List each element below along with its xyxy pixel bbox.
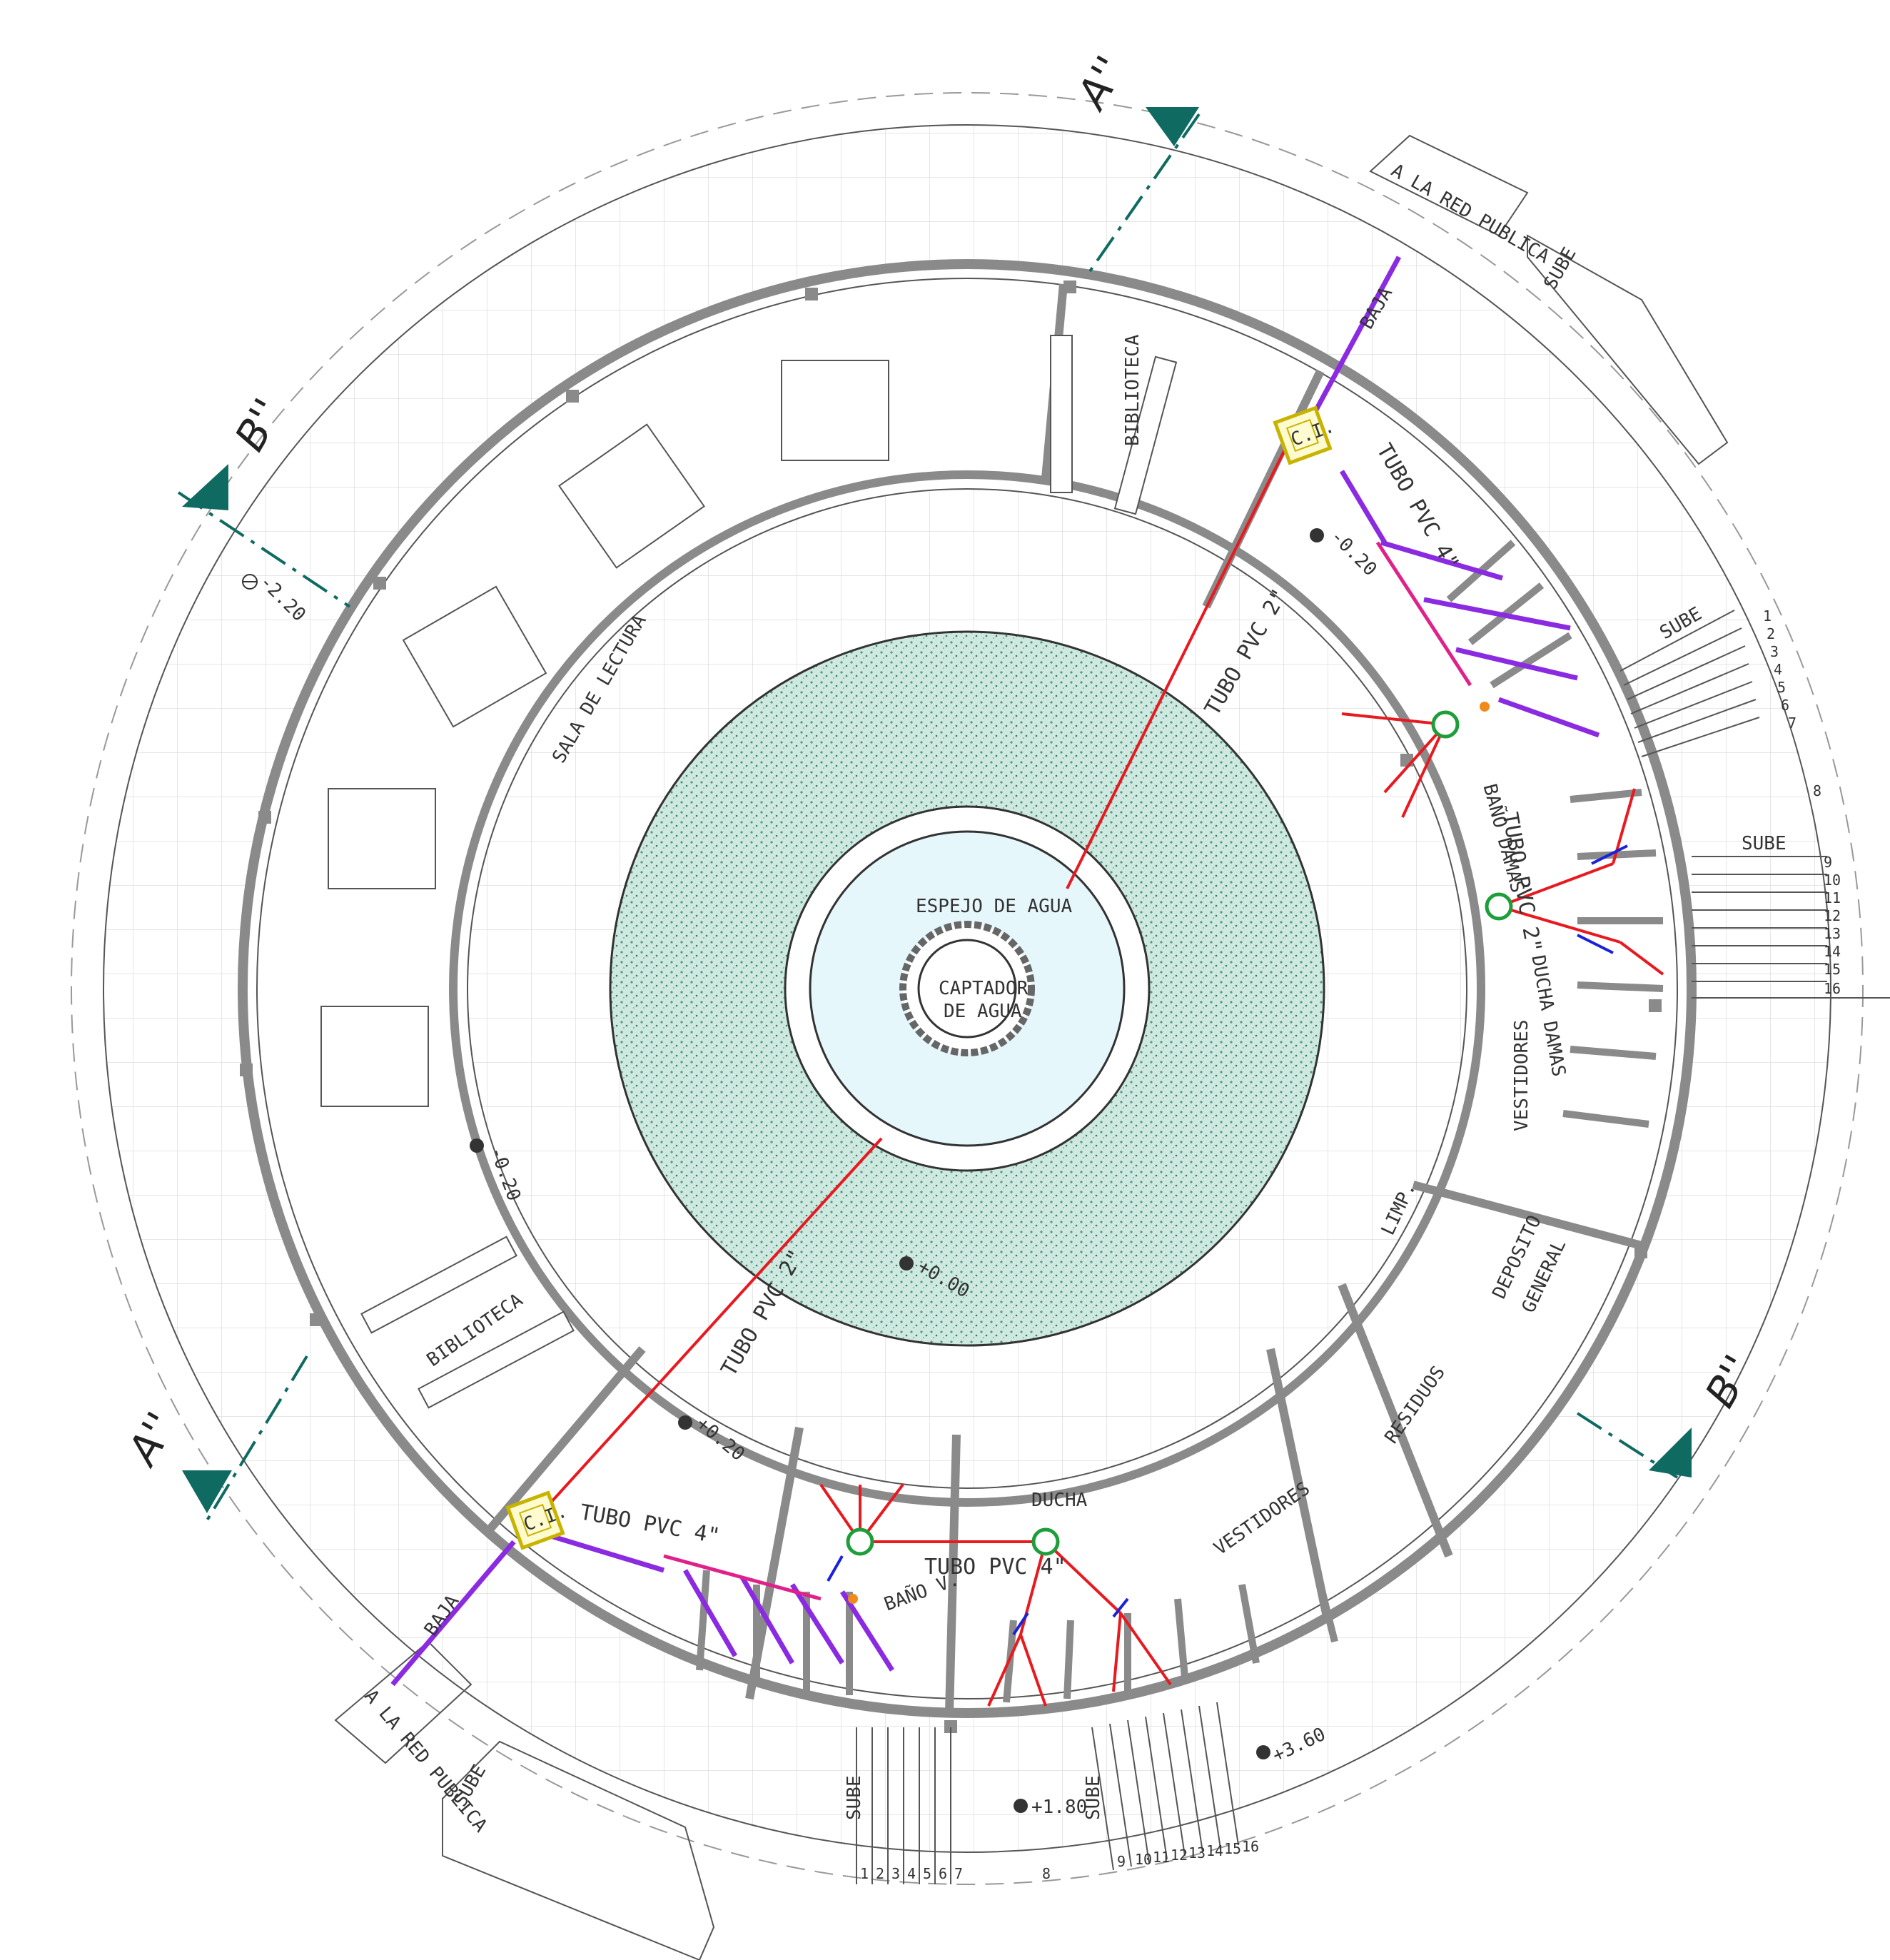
svg-text:11: 11 — [1153, 1849, 1170, 1866]
section-triangle-icon — [1649, 1428, 1692, 1477]
svg-text:16: 16 — [1242, 1838, 1259, 1855]
svg-text:1: 1 — [860, 1865, 869, 1882]
pipes-water — [827, 844, 1628, 1636]
svg-text:5: 5 — [1777, 679, 1786, 696]
bookshelves — [360, 335, 1178, 1409]
inspection-chamber-icon — [1273, 405, 1333, 465]
pipes-drain — [390, 256, 1600, 1687]
svg-text:12: 12 — [1824, 907, 1841, 924]
svg-text:4: 4 — [1774, 661, 1782, 678]
svg-text:13: 13 — [1188, 1844, 1206, 1862]
level-marker-icon — [1014, 1799, 1028, 1813]
section-triangle-icon — [182, 464, 228, 510]
level-marker-icon — [1310, 528, 1324, 542]
registry-circle-icon — [1431, 710, 1460, 739]
stair-steps-bottom: 1 2 3 4 5 6 7 8 9 10 11 12 13 14 15 16 — [860, 1838, 1259, 1882]
svg-text:3: 3 — [1770, 643, 1779, 660]
pipe-label-4-mid: TUBO PVC 4" — [924, 1555, 1066, 1580]
stair-label-sube-right-2: SUBE — [1742, 833, 1787, 854]
section-triangle-icon — [1146, 107, 1199, 146]
fitting-icon — [848, 1594, 858, 1604]
registry-circle-icon — [1485, 892, 1513, 921]
pipes-rain — [527, 449, 1664, 1707]
registry-circle-icon — [1031, 1527, 1060, 1556]
section-lines — [177, 113, 1679, 1522]
svg-text:16: 16 — [1824, 980, 1841, 997]
room-label-espejo: ESPEJO DE AGUA — [916, 896, 1072, 917]
room-label-captador: CAPTADOR — [939, 978, 1029, 999]
stairs-right — [1619, 610, 1890, 999]
svg-text:10: 10 — [1824, 872, 1841, 889]
level-marker-icon — [242, 574, 258, 590]
svg-text:1: 1 — [1763, 607, 1772, 625]
level-marker-icon — [678, 1415, 692, 1430]
reading-tables — [320, 360, 889, 1107]
svg-text:5: 5 — [923, 1865, 931, 1882]
svg-text:6: 6 — [939, 1865, 947, 1882]
svg-text:7: 7 — [1788, 714, 1796, 732]
fitting-icon — [1480, 702, 1490, 712]
outer-dashed-ring — [71, 92, 1864, 1885]
pilasters — [240, 281, 1662, 1733]
svg-text:9: 9 — [1117, 1853, 1126, 1870]
water-catcher-inner — [917, 939, 1017, 1039]
svg-text:14: 14 — [1206, 1842, 1223, 1859]
stair-label-sube-bottom-2: SUBE — [1083, 1775, 1104, 1820]
svg-text:4: 4 — [907, 1865, 916, 1882]
level-marker-icon — [1256, 1745, 1270, 1759]
svg-text:3: 3 — [891, 1865, 900, 1882]
stair-label-sube-bottom: SUBE — [844, 1775, 865, 1820]
registry-circle-icon — [846, 1527, 874, 1556]
svg-text:14: 14 — [1824, 943, 1841, 960]
room-label-captador-2: DE AGUA — [944, 1001, 1022, 1022]
svg-text:13: 13 — [1824, 925, 1841, 942]
level-marker-icon — [899, 1256, 914, 1271]
pipes-branch — [663, 541, 1472, 1601]
svg-text:7: 7 — [954, 1865, 963, 1882]
level-marker-icon — [470, 1138, 484, 1153]
svg-text:15: 15 — [1824, 961, 1841, 978]
level-label-180: +1.80 — [1031, 1797, 1087, 1818]
stairs-bottom — [856, 1702, 1239, 1884]
svg-text:10: 10 — [1135, 1851, 1152, 1868]
svg-text:6: 6 — [1781, 697, 1789, 714]
stair-steps-right: 1 2 3 4 5 6 7 8 9 10 11 12 13 14 15 16 — [1763, 607, 1841, 997]
svg-text:9: 9 — [1824, 854, 1832, 871]
section-label-a-top: A'' — [1066, 48, 1136, 118]
room-label-ducha: DUCHA — [1031, 1490, 1088, 1511]
outer-site-boundary — [103, 124, 1831, 1853]
svg-text:12: 12 — [1171, 1847, 1188, 1864]
svg-text:15: 15 — [1224, 1840, 1241, 1857]
svg-text:8: 8 — [1813, 782, 1821, 799]
room-label-biblioteca-top: BIBLIOTECA — [1122, 334, 1143, 446]
section-triangle-icon — [182, 1470, 232, 1513]
svg-text:11: 11 — [1824, 889, 1841, 906]
section-label-a-bottom: A'' — [117, 1404, 186, 1475]
svg-text:8: 8 — [1042, 1865, 1051, 1882]
svg-text:2: 2 — [1767, 625, 1775, 642]
ramps — [334, 134, 1729, 1960]
room-label-vestidores-right: VESTIDORES — [1511, 1019, 1532, 1131]
section-label-b-top: B'' — [226, 390, 293, 459]
inspection-chamber-icon — [505, 1490, 565, 1550]
building-outer-wall-inner-line — [256, 278, 1678, 1699]
svg-text:2: 2 — [876, 1865, 884, 1882]
